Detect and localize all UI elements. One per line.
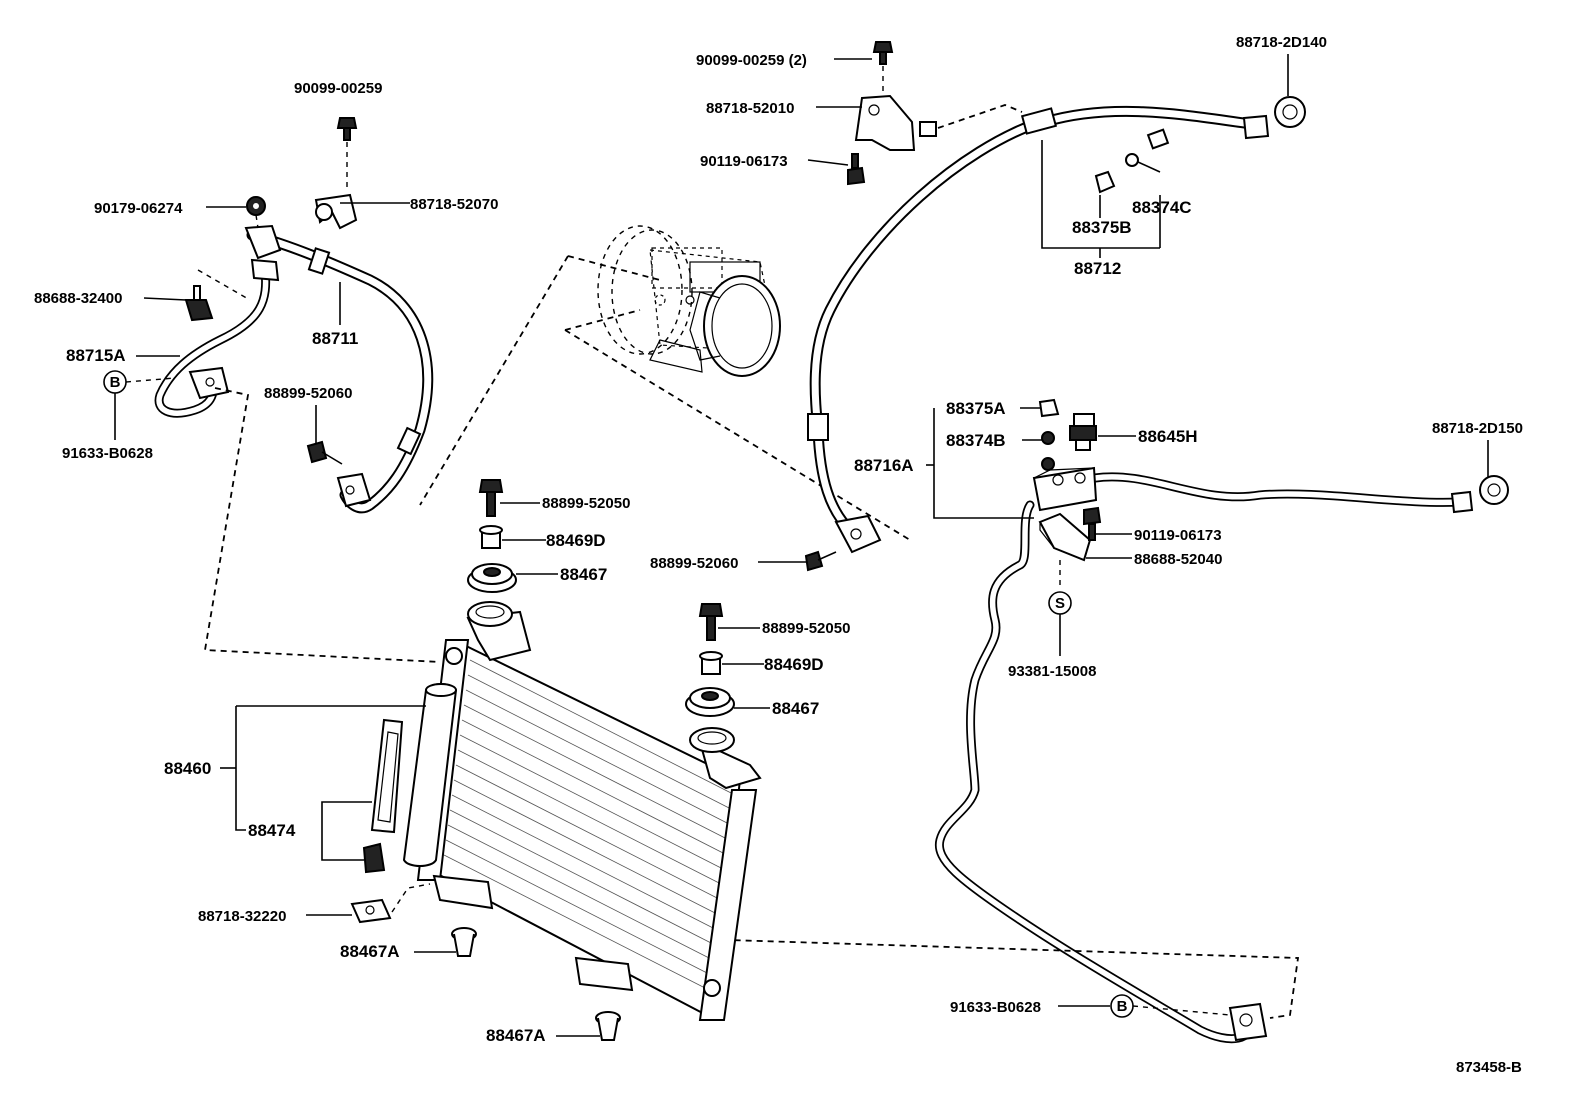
label-88688-32400[interactable]: 88688-32400 [34,290,122,307]
label-ref-b-right[interactable]: B [1117,998,1128,1015]
label-88375b[interactable]: 88375B [1072,218,1132,237]
label-88718-2d140[interactable]: 88718-2D140 [1236,34,1327,51]
label-88467-a[interactable]: 88467 [560,565,607,584]
bolt-88899-52060-left-shape [306,440,343,465]
pipe-88715a [154,258,280,418]
label-88469d-b[interactable]: 88469D [764,655,824,674]
label-88899-52050-b[interactable]: 88899-52050 [762,620,850,637]
label-88899-52060-mid[interactable]: 88899-52060 [650,555,738,572]
bolt-90119-06173-right-shape [1083,506,1102,541]
label-88469d-a[interactable]: 88469D [546,531,606,550]
bolt-90099-00259-shape [336,117,358,141]
label-88718-52010[interactable]: 88718-52010 [706,100,794,117]
label-ref-s[interactable]: S [1055,595,1065,612]
label-93381-15008[interactable]: 93381-15008 [1008,663,1096,680]
label-88716a[interactable]: 88716A [854,456,914,475]
collar-88469d-b-shape [699,651,723,675]
clamp-88718-32220-shape [350,898,392,924]
clamp-88718-2d140-shape [1274,96,1306,128]
bracket-88718-52010-shape [854,94,937,151]
collar-88469d-a-shape [479,525,503,549]
label-88467-b[interactable]: 88467 [772,699,819,718]
cushion-88467-b-shape [685,687,735,717]
label-90119-06173-right[interactable]: 90119-06173 [1134,527,1222,544]
label-88460[interactable]: 88460 [164,759,211,778]
diagram-reference-number: 873458-B [1456,1059,1522,1076]
cushion-88467-a-shape [467,563,517,593]
label-91633-b0628-left[interactable]: 91633-B0628 [62,445,153,462]
label-91633-b0628-right[interactable]: 91633-B0628 [950,999,1041,1016]
label-88712[interactable]: 88712 [1074,259,1121,278]
oring-88375b-shape [1094,170,1116,194]
label-88718-32220[interactable]: 88718-32220 [198,908,286,925]
label-88715a[interactable]: 88715A [66,346,126,365]
bolt-90099-00259-2-shape [872,41,894,65]
label-88645h[interactable]: 88645H [1138,427,1198,446]
hose-88711 [244,224,434,514]
label-88374b[interactable]: 88374B [946,431,1006,450]
condenser-88460 [402,610,762,1021]
label-88711[interactable]: 88711 [312,329,358,348]
pipe-88716a [934,466,1474,1044]
label-88467a-a[interactable]: 88467A [340,942,400,961]
clamp-88718-2d150-shape [1479,475,1509,505]
label-90179-06274[interactable]: 90179-06274 [94,200,183,217]
switch-88645h-shape [1069,413,1097,451]
label-88374c[interactable]: 88374C [1132,198,1192,217]
label-90099-00259-2[interactable]: 90099-00259 (2) [696,52,807,69]
part-labels: 90099-00259 (2) 88718-52010 90119-06173 … [34,34,1523,1076]
bolt-90119-06173-top-shape [847,153,866,186]
oring-88374c-shape [1125,128,1170,167]
bracket-88688-52040-shape [1038,512,1092,562]
compressor-illustration [597,225,781,377]
leader-lines [114,54,1489,1037]
bolt-88899-52060-mid-shape [804,550,837,572]
label-88899-52060-left[interactable]: 88899-52060 [264,385,352,402]
cushion-88467a-a-shape [451,927,477,957]
label-88688-52040[interactable]: 88688-52040 [1134,551,1222,568]
hose-88712 [807,105,1270,554]
label-88718-52070[interactable]: 88718-52070 [410,196,498,213]
nut-90179-06274-shape [246,196,266,216]
label-ref-b-left[interactable]: B [110,374,121,391]
label-90119-06173-top[interactable]: 90119-06173 [700,153,788,170]
clip-88688-32400-shape [184,285,214,322]
cushion-88467a-b-shape [595,1011,621,1041]
filter-88474-shape [362,718,404,874]
label-88375a[interactable]: 88375A [946,399,1006,418]
cushion-top-ring-b [689,727,735,753]
oring-88375a-shape [1038,398,1060,418]
label-88467a-b[interactable]: 88467A [486,1026,546,1045]
clamp-88718-52070-shape [314,193,358,230]
label-90099-00259[interactable]: 90099-00259 [294,80,382,97]
label-88474[interactable]: 88474 [248,821,296,840]
oring-88374b-shape [1041,431,1055,471]
cushion-top-ring-a [467,601,513,627]
bolt-88899-52050-b-shape [698,603,724,641]
label-88899-52050-a[interactable]: 88899-52050 [542,495,630,512]
bolt-88899-52050-a-shape [478,479,504,517]
label-88718-2d150[interactable]: 88718-2D150 [1432,420,1523,437]
